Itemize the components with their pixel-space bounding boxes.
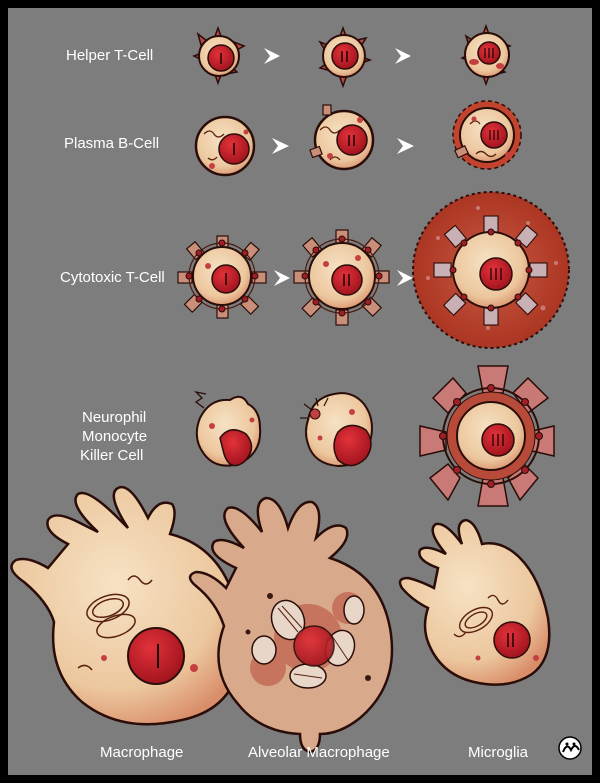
arrow-icon [272,138,289,154]
macrophage-illustration [12,487,243,724]
microglia-illustration [400,520,549,685]
row-label-cytotoxic-t-cell: Cytotoxic T-Cell [60,268,165,287]
cytotoxic-t-cell-stage-2 [294,230,389,325]
plasma-b-cell-stage-3 [453,101,521,169]
arrow-icon [397,270,413,286]
killer-cell-stage-1 [196,392,260,466]
cytotoxic-t-cell-stage-3 [413,192,569,348]
label-microglia: Microglia [468,743,528,762]
label-alveolar-macrophage: Alveolar Macrophage [248,743,390,762]
helper-t-cell-stage-1 [194,28,244,83]
row-label-helper-t-cell: Helper T-Cell [66,46,153,65]
cell-artwork [8,8,592,775]
plasma-b-cell-stage-1 [196,117,254,175]
arrow-icon [274,270,290,286]
helper-t-cell-stage-3 [462,26,510,84]
label-macrophage: Macrophage [100,743,183,762]
arrow-icon [264,48,280,64]
killer-cell-stage-2 [300,393,372,466]
cytotoxic-t-cell-stage-1 [178,236,266,318]
illustration-sheet: Helper T-Cell Plasma B-Cell Cytotoxic T-… [8,8,592,775]
plasma-b-cell-stage-2 [310,105,373,169]
row-label-killer-line-3: Killer Cell [80,446,143,465]
artist-signature-mark [559,737,581,759]
arrow-icon [397,138,414,154]
row-label-killer-line-2: Monocyte [82,427,147,446]
helper-t-cell-stage-2 [320,28,370,86]
killer-cell-stage-3 [420,366,554,506]
arrow-icon [395,48,411,64]
row-label-plasma-b-cell: Plasma B-Cell [64,134,159,153]
row-label-killer-line-1: Neurophil [82,408,146,427]
